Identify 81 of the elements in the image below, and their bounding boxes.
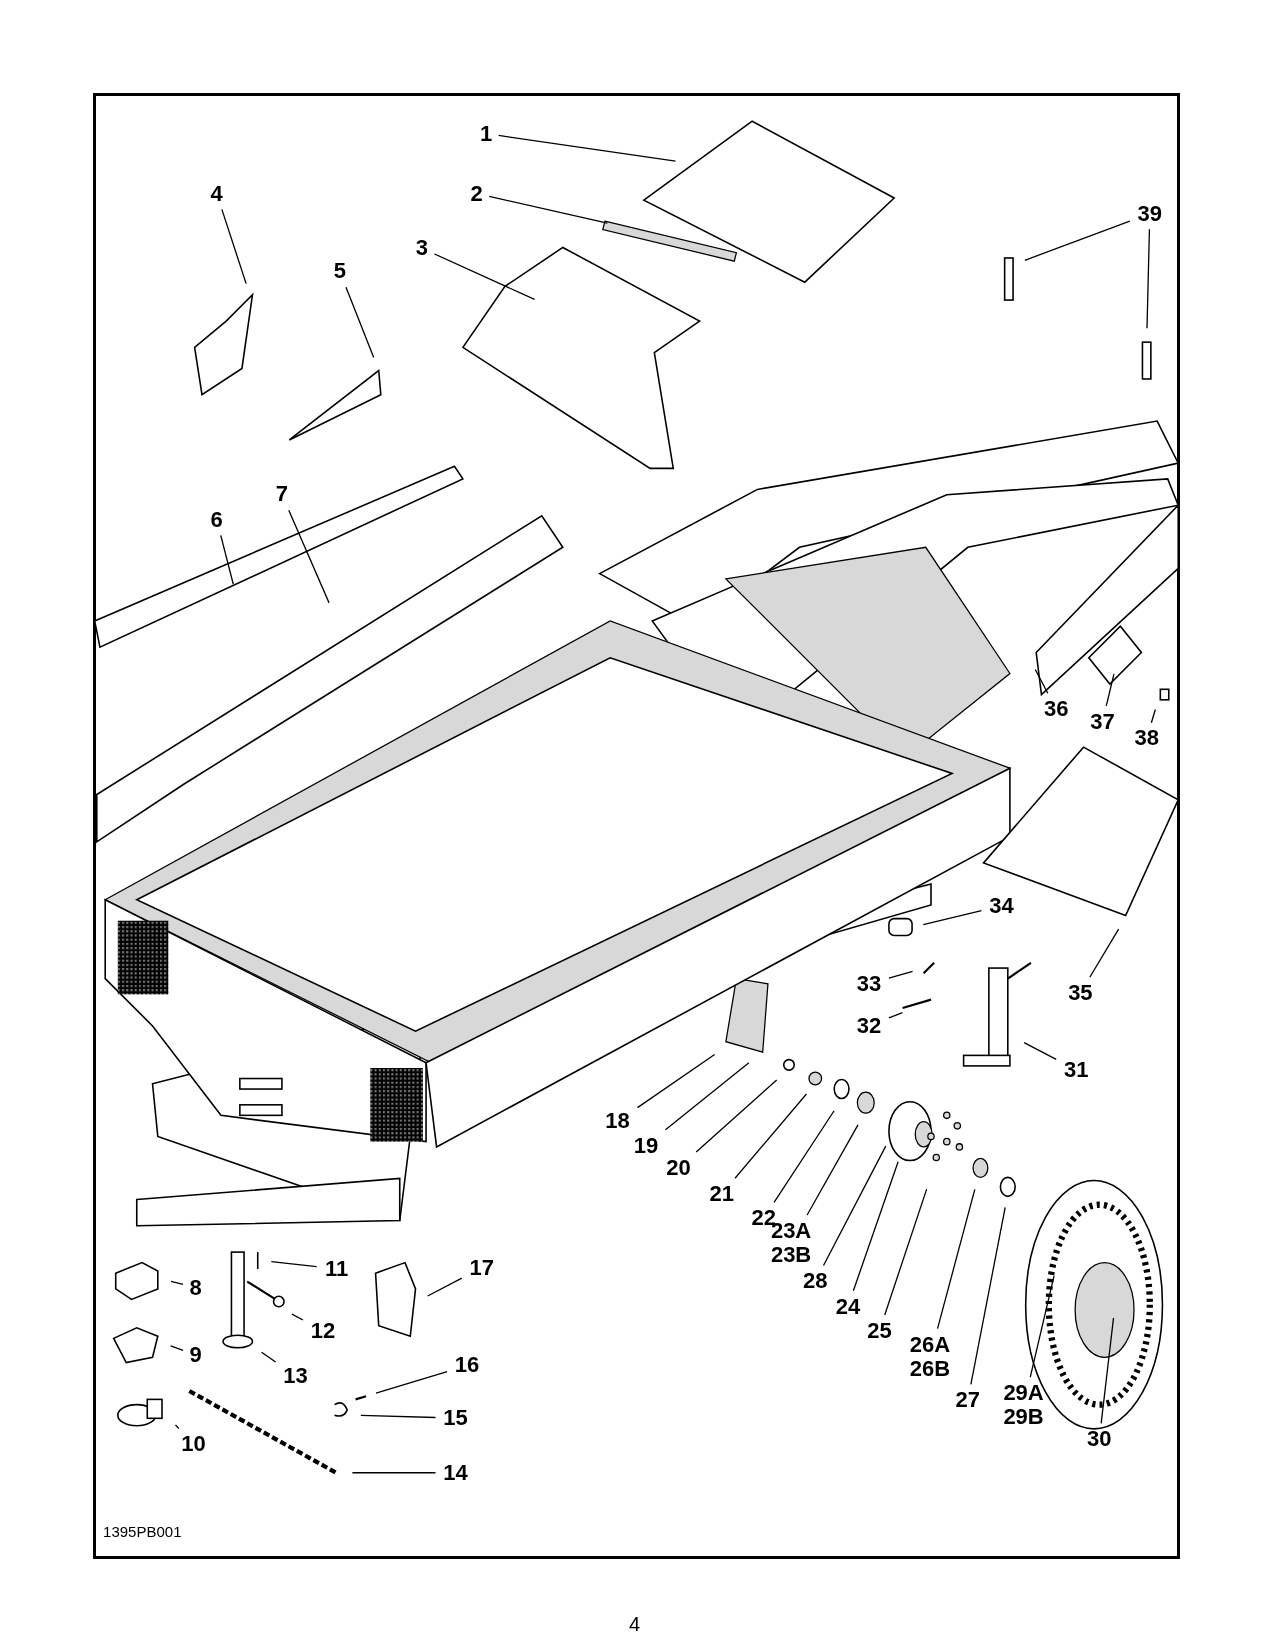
leader-line	[888, 970, 914, 979]
leader-line	[636, 1053, 716, 1109]
leader-line	[852, 1161, 899, 1292]
leader-line	[488, 195, 608, 224]
leader-line	[260, 1351, 277, 1363]
callout-number: 15	[443, 1406, 468, 1431]
callout-number: 16	[454, 1353, 480, 1378]
leader-line	[806, 1124, 859, 1216]
callout-number: 21	[709, 1182, 734, 1206]
callout-number: 1	[479, 121, 493, 146]
callout-number: 18	[605, 1109, 630, 1134]
leader-line	[1150, 708, 1156, 724]
leader-line	[1146, 228, 1151, 329]
callout-number: 30	[1087, 1427, 1112, 1452]
leader-line	[1024, 220, 1131, 261]
leader-line	[270, 1261, 318, 1268]
callout-number: 33	[856, 971, 882, 996]
callout-number: 13	[283, 1364, 308, 1388]
callout-number: 27	[955, 1388, 981, 1413]
leader-line	[695, 1079, 778, 1153]
leader-line	[291, 1313, 304, 1321]
leader-line	[922, 909, 983, 926]
callout-number: 29A	[1003, 1381, 1044, 1406]
callout-number: 7	[275, 482, 289, 507]
callout-number: 20	[666, 1155, 691, 1180]
leader-line	[360, 1414, 437, 1419]
leader-line	[888, 1012, 904, 1019]
leader-line	[664, 1062, 750, 1131]
leader-line	[1089, 928, 1120, 978]
leader-line	[1034, 668, 1049, 694]
leader-line	[351, 1472, 437, 1474]
callout-number: 26A	[909, 1333, 951, 1358]
callout-number: 26B	[909, 1357, 951, 1382]
leader-line	[375, 1370, 448, 1394]
callout-number: 31	[1063, 1057, 1089, 1082]
leader-line	[345, 286, 375, 359]
leader-line	[734, 1093, 808, 1179]
callout-number: 24	[835, 1294, 861, 1319]
leader-line	[1029, 1275, 1055, 1378]
callout-number: 8	[189, 1275, 202, 1300]
leader-line	[433, 253, 536, 301]
callout-number: 23B	[770, 1243, 812, 1268]
leader-line	[220, 534, 234, 585]
callout-number: 9	[189, 1342, 202, 1367]
callout-number: 3	[415, 236, 428, 261]
callout-number: 5	[333, 259, 346, 284]
leader-line	[288, 509, 330, 604]
leader-line	[174, 1424, 180, 1430]
leader-line	[884, 1188, 928, 1316]
leader-line	[1105, 673, 1115, 707]
leader-line	[822, 1145, 887, 1267]
page-number: 4	[629, 1612, 641, 1636]
leader-line	[1023, 1041, 1057, 1061]
callout-number: 28	[803, 1269, 828, 1294]
callout-number: 11	[325, 1256, 349, 1281]
callout-number: 36	[1043, 697, 1069, 722]
callout-number: 38	[1134, 726, 1159, 751]
callout-number: 17	[469, 1255, 495, 1280]
leader-line	[773, 1110, 835, 1204]
callout-number: 10	[181, 1432, 206, 1457]
callout-number: 34	[989, 893, 1014, 918]
callout-number: 32	[856, 1013, 882, 1038]
callout-number: 12	[310, 1318, 336, 1343]
callout-number: 29B	[1003, 1405, 1044, 1430]
leader-line	[427, 1277, 463, 1297]
leader-line	[498, 134, 677, 162]
leader-line	[221, 208, 247, 285]
callout-number: 25	[867, 1318, 892, 1343]
callout-number: 37	[1090, 709, 1115, 734]
leader-line	[936, 1188, 976, 1330]
leader-line	[170, 1345, 184, 1352]
callout-number: 2	[470, 181, 483, 206]
callout-number: 39	[1137, 201, 1163, 226]
callout-number: 35	[1068, 981, 1093, 1006]
drawing-number: 1395PB001	[103, 1523, 182, 1541]
callout-number: 19	[633, 1133, 659, 1158]
callout-number: 4	[210, 181, 223, 206]
leader-line	[970, 1206, 1006, 1386]
leader-line	[170, 1280, 184, 1286]
callout-number: 6	[210, 507, 223, 532]
callout-number: 14	[443, 1460, 468, 1485]
